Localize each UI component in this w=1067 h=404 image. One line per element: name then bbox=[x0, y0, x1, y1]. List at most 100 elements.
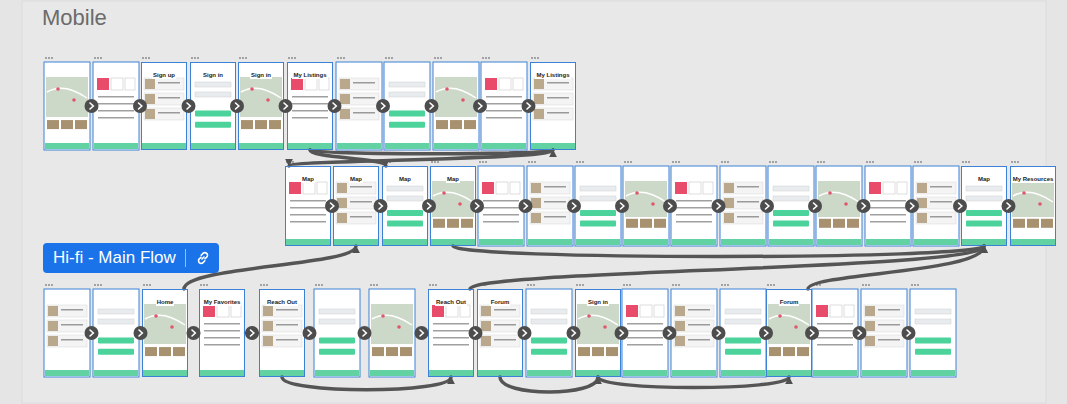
text-line bbox=[547, 82, 569, 84]
screen-frame: Map bbox=[430, 166, 476, 246]
text-line bbox=[930, 186, 952, 188]
screen-mockup bbox=[428, 284, 474, 377]
screen-mockup bbox=[622, 284, 668, 377]
thumb bbox=[724, 183, 734, 193]
thumb bbox=[269, 120, 281, 129]
flow-chevron bbox=[907, 330, 910, 336]
nav-bar bbox=[962, 239, 1006, 245]
icon-tile bbox=[460, 305, 470, 317]
frame-menu-dot bbox=[482, 161, 484, 163]
text-line bbox=[544, 216, 566, 218]
frame-menu-dot bbox=[911, 284, 913, 286]
thumb bbox=[724, 213, 734, 223]
frame-menu-dot bbox=[266, 284, 268, 286]
list-card bbox=[47, 305, 87, 317]
button bbox=[531, 337, 567, 343]
frame-menu-dot bbox=[485, 161, 487, 163]
flow-chevron bbox=[382, 103, 385, 109]
input-field bbox=[966, 196, 1002, 201]
icon-tile bbox=[640, 305, 652, 317]
input-field bbox=[773, 196, 809, 201]
flow-marker bbox=[805, 326, 819, 340]
button bbox=[195, 110, 231, 116]
frame-menu-dot bbox=[727, 161, 729, 163]
frame-menu-dot bbox=[775, 161, 777, 163]
screen-body bbox=[623, 166, 669, 246]
frame-menu-dot bbox=[97, 57, 99, 59]
nav-bar bbox=[672, 239, 716, 245]
nav-bar bbox=[142, 143, 186, 149]
text-line bbox=[486, 96, 522, 98]
frame-menu-dot bbox=[388, 57, 390, 59]
thumb bbox=[436, 120, 448, 129]
flow-marker bbox=[760, 199, 774, 213]
screen-title: My Listings bbox=[292, 71, 327, 79]
thumb bbox=[159, 347, 171, 356]
flow-chevron bbox=[90, 330, 93, 336]
frame-menu-dot bbox=[724, 161, 726, 163]
thumb bbox=[263, 336, 273, 346]
map-area bbox=[432, 181, 474, 217]
text-line bbox=[870, 207, 906, 209]
map-road bbox=[436, 88, 476, 98]
flow-marker bbox=[567, 326, 581, 340]
frame-menu-dot bbox=[813, 284, 815, 286]
flow-chevron bbox=[479, 103, 482, 109]
frame-menu-dot bbox=[288, 57, 290, 59]
thumb bbox=[769, 347, 781, 356]
button bbox=[319, 337, 355, 343]
map-pin bbox=[170, 325, 174, 329]
thumb bbox=[48, 321, 58, 331]
text-line bbox=[350, 216, 372, 218]
screen-mockup bbox=[477, 284, 523, 377]
nav-bar bbox=[914, 239, 958, 245]
flow-chevron bbox=[669, 203, 672, 209]
frame-menu-dot bbox=[434, 161, 436, 163]
list-card bbox=[916, 197, 956, 209]
screen-frame: Map bbox=[961, 166, 1007, 246]
screen-body bbox=[766, 289, 812, 377]
thumb bbox=[340, 109, 350, 119]
flow-marker bbox=[953, 199, 967, 213]
text-line bbox=[433, 330, 469, 332]
thumb bbox=[534, 79, 544, 89]
flow-marker bbox=[279, 99, 293, 113]
frame-menu-dot bbox=[340, 57, 342, 59]
thumb bbox=[241, 120, 253, 129]
screen-mockup bbox=[93, 57, 139, 150]
frame-menu-dot bbox=[770, 284, 772, 286]
frame-menu-dot bbox=[968, 161, 970, 163]
frame-menu-dot bbox=[48, 57, 50, 59]
nav-bar bbox=[482, 143, 526, 149]
thumb bbox=[531, 183, 541, 193]
icon-tile bbox=[125, 78, 135, 90]
section-title: Mobile bbox=[42, 5, 107, 31]
screen-mockup bbox=[333, 161, 379, 246]
screen-frame: My Listings bbox=[287, 62, 333, 150]
badge-divider bbox=[185, 249, 186, 267]
map-pin bbox=[445, 87, 449, 91]
screen-frame: Sign in bbox=[238, 62, 284, 150]
map-road bbox=[1013, 192, 1053, 202]
frame-menu-dot bbox=[872, 161, 874, 163]
screen-frame: Map bbox=[333, 166, 379, 246]
map-area bbox=[768, 304, 810, 344]
frame-menu-dot bbox=[862, 284, 864, 286]
frame-menu-dot bbox=[94, 57, 96, 59]
input-field bbox=[580, 196, 616, 201]
thumb bbox=[917, 183, 927, 193]
screen-title: Sign in bbox=[202, 71, 224, 79]
screen-body bbox=[865, 166, 911, 246]
frame-menu-dot bbox=[724, 284, 726, 286]
screen-body bbox=[142, 289, 188, 377]
text-line bbox=[276, 339, 298, 341]
thumb bbox=[833, 219, 845, 228]
thumb bbox=[481, 321, 491, 331]
screen-mockup bbox=[623, 161, 669, 246]
frame-menu-dot bbox=[383, 161, 385, 163]
frame-menu-dot bbox=[917, 284, 919, 286]
frame-menu-dot bbox=[94, 284, 96, 286]
nav-bar bbox=[286, 239, 330, 245]
list-card bbox=[864, 335, 904, 347]
icon-tile bbox=[675, 182, 687, 194]
